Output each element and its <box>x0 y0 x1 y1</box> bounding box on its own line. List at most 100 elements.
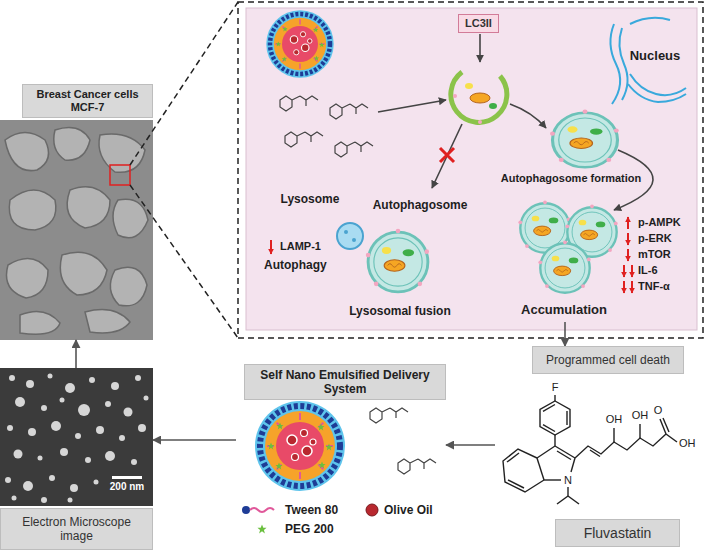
illustration-part <box>557 496 568 504</box>
illustration-part <box>610 24 620 104</box>
illustration-part <box>544 479 561 480</box>
illustration-part <box>639 424 640 438</box>
illustration-part <box>111 382 119 390</box>
illustration-part <box>94 480 99 485</box>
illustration-part <box>49 475 55 481</box>
flow-arrow <box>446 444 495 446</box>
legend-text: Olive Oil <box>384 503 433 517</box>
image-panel: Electron Microscope image <box>0 368 153 550</box>
illustration-part <box>112 476 142 479</box>
node-text: Breast Cancer cells MCF-7 <box>22 84 153 118</box>
illustration-part <box>344 230 348 234</box>
nanoemulsion-droplet <box>266 10 334 78</box>
illustration-part <box>131 459 137 465</box>
illustration-part <box>627 249 629 261</box>
illustration-part <box>68 498 73 503</box>
marker-label: p-AMPK <box>638 216 681 229</box>
illustration-part <box>5 374 149 504</box>
drug-group: Fluvastatin <box>495 380 700 547</box>
illustration-part <box>0 368 153 506</box>
scale-label: 200 nm <box>110 481 144 493</box>
marker-label: IL-6 <box>638 264 658 277</box>
illustration-part <box>257 524 266 533</box>
illustration-part <box>23 481 33 491</box>
illustration-part <box>627 217 629 229</box>
block-cross <box>440 148 454 162</box>
marker-label: mTOR <box>638 248 671 261</box>
change-arrows <box>271 217 632 293</box>
illustration-part <box>28 428 36 436</box>
nucleus-er <box>610 18 686 104</box>
phagophore <box>451 72 507 124</box>
illustration-part <box>105 451 115 461</box>
illustration-part <box>280 96 318 111</box>
illustration-part <box>70 484 78 492</box>
blocked-arrow <box>432 124 462 188</box>
atom-label: F <box>552 381 559 394</box>
illustration-part <box>398 459 436 474</box>
illustration-part <box>135 375 141 381</box>
uptake-arrow <box>378 100 446 112</box>
cell-micrograph <box>0 120 153 340</box>
illustration-part <box>54 128 90 161</box>
atom-label: N <box>564 474 572 487</box>
illustration-part <box>85 457 91 463</box>
illustration-part <box>242 506 250 514</box>
cell-panel <box>246 8 697 330</box>
illustration-part <box>20 311 60 334</box>
nanoemulsion-droplet <box>255 401 345 491</box>
illustration-part <box>65 383 75 393</box>
autophagosome <box>550 110 619 168</box>
marker-box: LC3II <box>458 14 499 33</box>
illustration-part <box>631 281 633 293</box>
formulation-group: Self Nano Emulsified Delivery System <box>236 364 446 492</box>
illustration-part <box>554 435 555 446</box>
illustration-part <box>41 405 47 411</box>
illustration-part <box>6 259 48 298</box>
node-text: Programmed cell death <box>533 347 683 373</box>
illustration-part <box>60 448 68 456</box>
illustration-part <box>508 480 524 488</box>
illustration-part <box>38 456 43 461</box>
illustration-part <box>489 103 497 109</box>
illustration-part <box>105 401 111 407</box>
illustration-part <box>575 434 666 458</box>
zoom-frame <box>238 2 703 338</box>
organelle-label: Lysosome <box>281 192 340 206</box>
illustration-part <box>370 408 408 423</box>
illustration-part <box>60 252 107 295</box>
illustration-part <box>138 424 146 432</box>
illustration-part <box>9 190 56 230</box>
illustration-part <box>96 426 104 434</box>
process-label: Autophagosome formation <box>501 172 642 185</box>
illustration-part <box>557 451 571 460</box>
process-label: Autophagy <box>264 258 327 272</box>
em-micrograph <box>0 368 153 506</box>
outcome-box: Programmed cell death <box>532 346 684 374</box>
image-panel: Breast Cancer cells MCF-7 <box>0 84 153 340</box>
illustration-part <box>568 496 579 504</box>
illustration-part <box>119 435 125 441</box>
illustration-part <box>89 377 95 383</box>
marker-label: LAMP-1 <box>280 240 321 253</box>
illustration-part <box>5 477 11 483</box>
illustration-part <box>144 396 149 401</box>
illustration-part <box>0 120 153 340</box>
flow-arrow <box>75 340 77 368</box>
illustration-part <box>571 458 575 472</box>
atom-label: OH <box>632 409 649 422</box>
illustration-part <box>41 497 47 503</box>
illustration-part <box>537 446 555 458</box>
lc3-arrow <box>479 34 481 62</box>
illustration-part <box>623 281 625 293</box>
legend-text: PEG 200 <box>285 522 334 536</box>
organelle-label: Nucleus <box>630 48 681 63</box>
illustration-part <box>566 411 567 425</box>
illustration-part <box>627 233 629 245</box>
illustration-part <box>9 375 15 381</box>
illustration-part <box>14 450 23 459</box>
node-text: Electron Microscope image <box>0 508 153 550</box>
illustration-part <box>619 28 627 100</box>
illustration-part <box>124 408 133 417</box>
